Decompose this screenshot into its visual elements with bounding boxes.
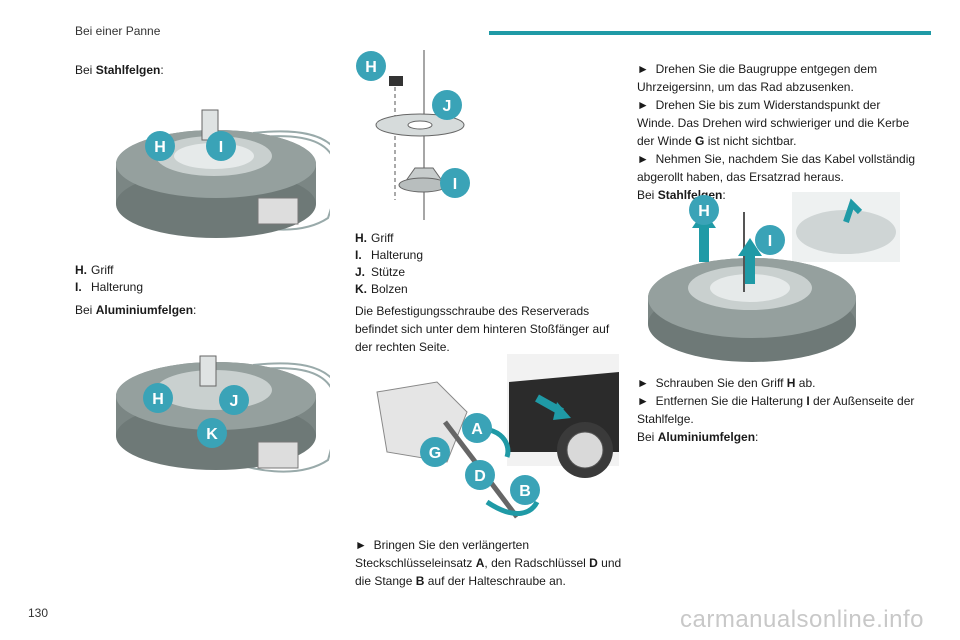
callout-badge: D (465, 460, 495, 490)
svg-text:A: A (471, 421, 483, 438)
svg-text:H: H (698, 203, 710, 220)
step-item: ► Schrauben Sie den Griff H ab. (637, 376, 816, 390)
steps-lower-wheel: ► Drehen Sie die Baugruppe entgegen dem … (637, 60, 917, 204)
header-accent-bar (489, 31, 931, 35)
callout-badge: G (420, 437, 450, 467)
running-header: Bei einer Panne (75, 24, 161, 38)
legend-item: K.Bolzen (355, 282, 408, 296)
figure-wrench-assembly: A G D B (376, 354, 619, 519)
step-item: ► Drehen Sie die Baugruppe entgegen dem … (637, 62, 878, 94)
legend-item: H.Griff (75, 263, 114, 277)
callout-badge: J (432, 90, 462, 120)
svg-text:I: I (768, 233, 772, 250)
legend-item: J.Stütze (355, 265, 406, 279)
svg-text:J: J (443, 98, 452, 115)
legend-item: I.Halterung (75, 280, 144, 294)
col1-intro-alu: Bei Aluminiumfelgen: (75, 303, 197, 317)
legend-item: I.Halterung (355, 248, 424, 262)
callout-badge: H (143, 383, 173, 413)
watermark: carmanualsonline.info (680, 606, 924, 633)
svg-text:J: J (230, 393, 239, 410)
legend-steel: H.Griff I.Halterung (75, 262, 325, 296)
svg-text:D: D (474, 468, 486, 485)
step-item: ► Drehen Sie bis zum Widerstandspunkt de… (637, 98, 910, 148)
callout-badge: I (206, 131, 236, 161)
svg-text:H: H (152, 391, 164, 408)
page-number: 130 (28, 606, 49, 620)
figure-winch-exploded: H J I (356, 50, 470, 220)
callout-badge: I (440, 168, 470, 198)
step-insert-wrench: ► Bringen Sie den verlängerten Steckschl… (355, 538, 622, 588)
svg-text:H: H (365, 59, 377, 76)
intro-alu: Bei Aluminiumfelgen: (637, 430, 759, 444)
callout-badge: H (689, 195, 719, 225)
callout-badge: A (462, 413, 492, 443)
callout-badge: I (755, 225, 785, 255)
legend-winch: H.Griff I.Halterung J.Stütze K.Bolzen (355, 230, 625, 298)
svg-text:I: I (219, 139, 223, 156)
callout-badge: H (145, 131, 175, 161)
figure-remove-handle: H I (648, 192, 900, 362)
svg-text:G: G (429, 445, 441, 462)
callout-badge: B (510, 475, 540, 505)
svg-text:K: K (206, 426, 218, 443)
figure-alu-wheel-spare: H J K (116, 355, 330, 473)
step-item: ► Entfernen Sie die Halterung I der Auße… (637, 394, 915, 426)
callout-badge: J (219, 385, 249, 415)
callout-badge: H (356, 51, 386, 81)
figure-steel-wheel-spare: H I (116, 109, 330, 238)
callout-badge: K (197, 418, 227, 448)
paragraph-screw-location: Die Befestigungsschraube des Reserverads… (355, 304, 610, 354)
col1-intro-steel: Bei Stahlfelgen: (75, 63, 164, 77)
svg-text:B: B (519, 483, 531, 500)
svg-text:I: I (453, 176, 457, 193)
step-item: ► Nehmen Sie, nachdem Sie das Kabel voll… (637, 152, 916, 184)
legend-item: H.Griff (355, 231, 394, 245)
svg-text:H: H (154, 139, 166, 156)
steps-remove-handle: ► Schrauben Sie den Griff H ab. ► Entfer… (637, 374, 917, 446)
